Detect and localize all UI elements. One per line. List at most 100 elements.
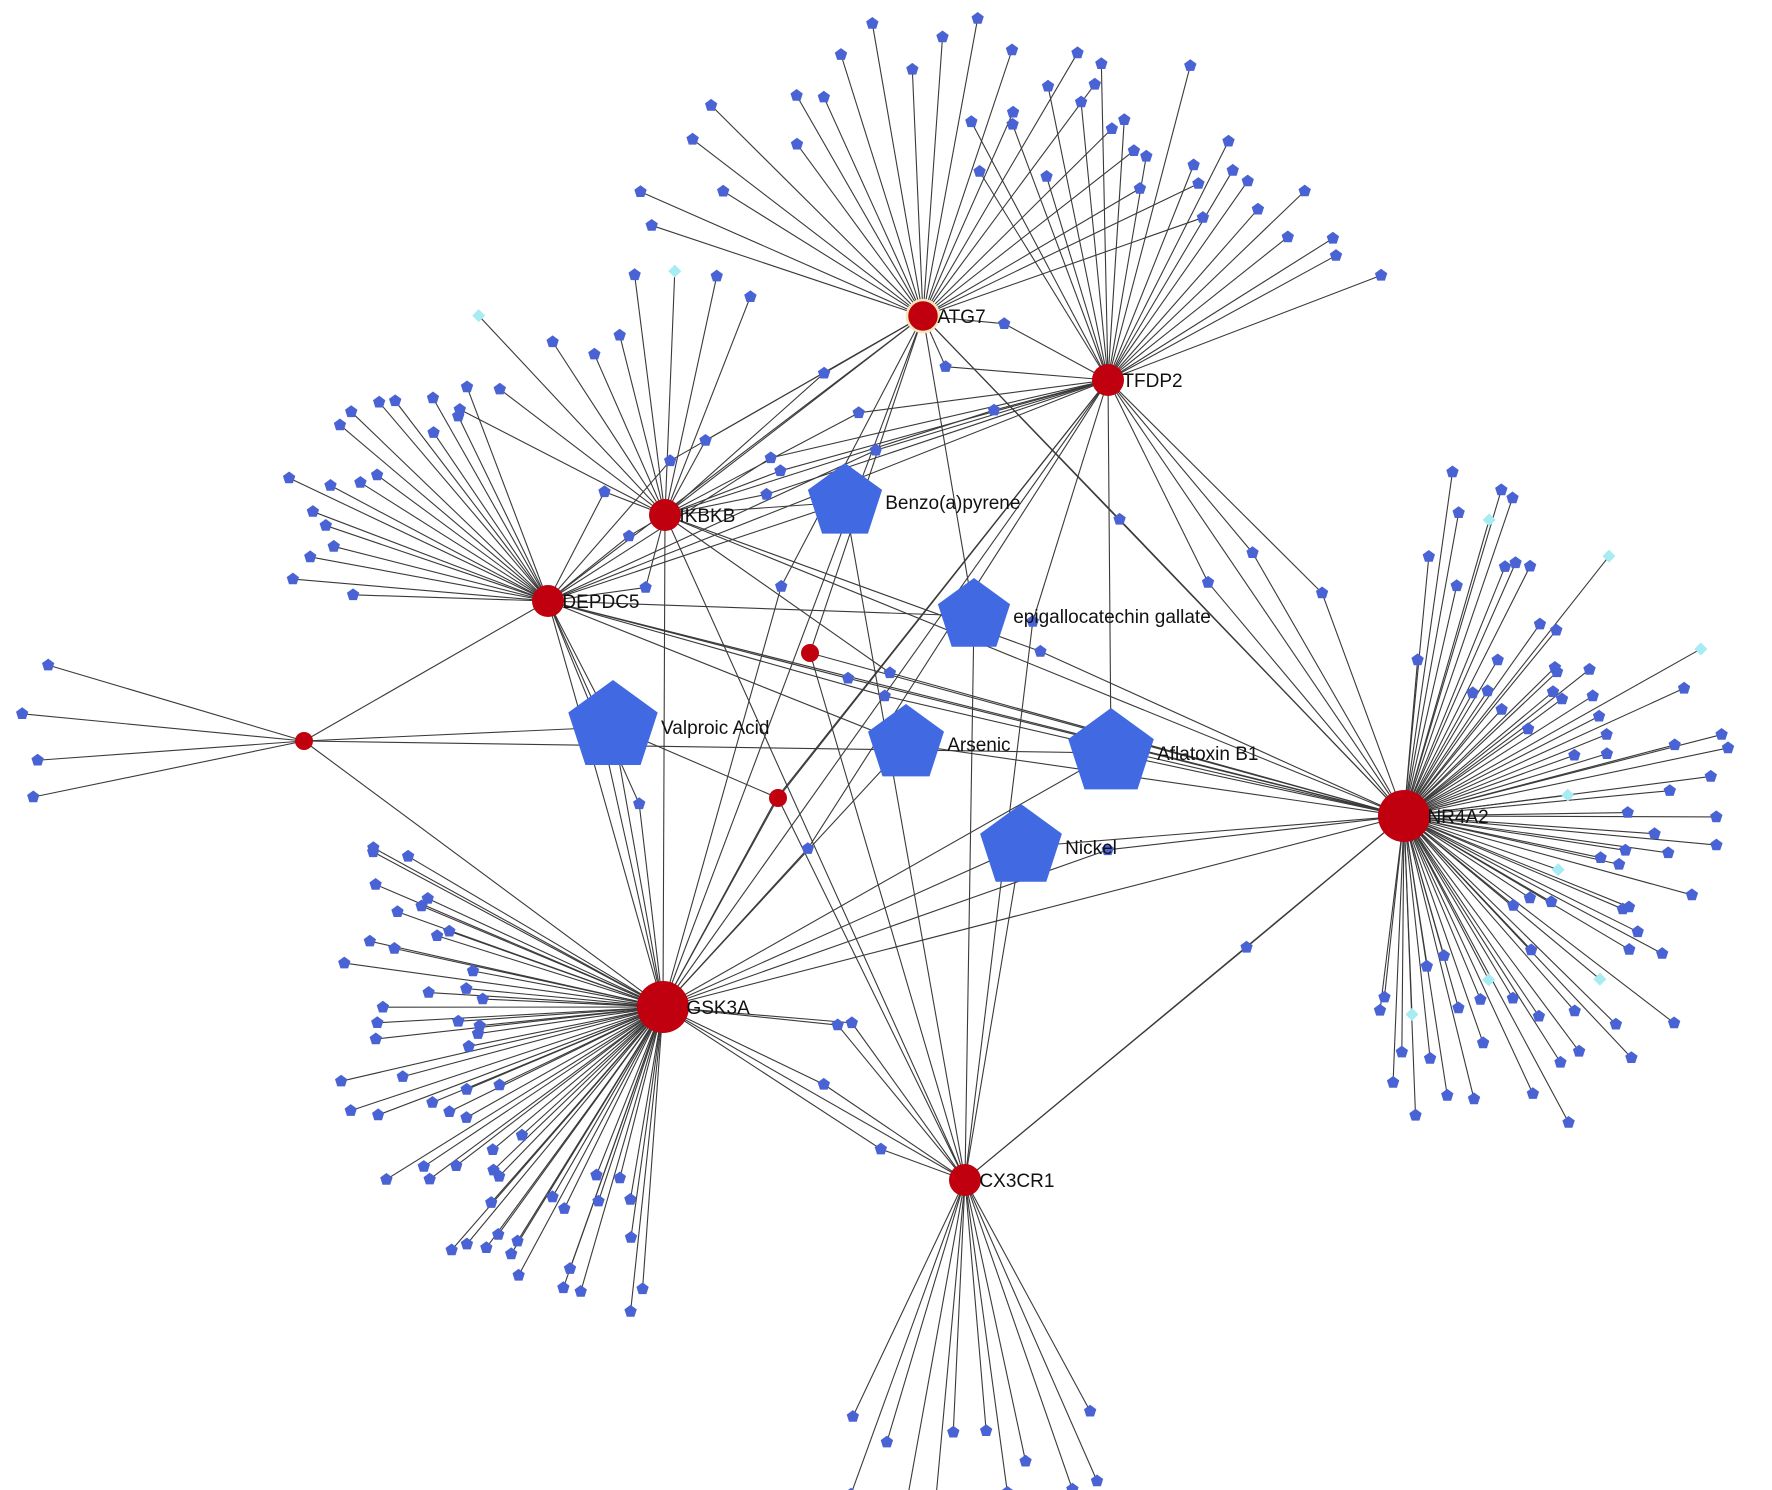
edge-gsk3a-neighbor <box>373 847 664 1008</box>
edge-nr4a2-neighbor <box>1403 497 1514 817</box>
edge-nr4a2-neighbor <box>1403 691 1554 817</box>
shared-neighbor-node <box>598 485 611 498</box>
edge-nr4a2-neighbor <box>1403 815 1534 1094</box>
neighbor-node <box>686 132 699 145</box>
edge-nr4a2-neighbor <box>1403 815 1675 1024</box>
neighbor-node <box>1298 184 1311 197</box>
neighbor-node <box>460 982 473 994</box>
neighbor-node <box>452 1014 465 1027</box>
neighbor-node <box>1420 959 1433 972</box>
edge-nr4a2-neighbor <box>1403 566 1506 817</box>
neighbor-node <box>1555 692 1569 705</box>
edge-gsk3a-neighbor <box>479 1006 664 1027</box>
edge-gsk3a-u3 <box>662 797 779 1008</box>
gene-node-u2 <box>801 644 819 662</box>
edge-nr4a2-neighbor <box>1403 562 1517 817</box>
edge-gsk3a-nr4a2 <box>662 815 1405 1008</box>
edge-c5-u1 <box>303 740 1112 754</box>
edge-gsk3a-neighbor <box>429 1006 664 1180</box>
edge-atg7-depdc5 <box>547 315 924 602</box>
edge-gsk3a-neighbor <box>428 991 664 1008</box>
neighbor-node <box>335 1074 348 1087</box>
neighbor-node <box>906 62 919 75</box>
neighbor-node <box>1196 211 1210 223</box>
neighbor-node <box>744 290 757 302</box>
edge-nr4a2-neighbor <box>1379 815 1405 1011</box>
edge-shared-neighbor <box>638 803 664 1008</box>
edge-shared-neighbor <box>664 409 995 516</box>
edge-depdc5-neighbor <box>378 401 549 602</box>
neighbor-node <box>1667 1016 1681 1029</box>
neighbor-node <box>1437 949 1451 961</box>
neighbor-node <box>1609 1017 1623 1030</box>
shared-neighbor-node <box>639 581 652 593</box>
edge-u1-neighbor <box>22 713 305 742</box>
neighbor-node <box>1226 163 1239 176</box>
neighbor-node <box>460 1237 474 1250</box>
edge-nr4a2-neighbor <box>1403 555 1610 817</box>
edge-nr4a2-neighbor <box>1403 471 1454 817</box>
neighbor-node <box>487 1163 500 1176</box>
neighbor-node <box>417 1160 430 1172</box>
neighbor-node <box>947 1425 960 1438</box>
neighbor-node <box>1704 769 1717 782</box>
edge-shared-neighbor <box>770 379 1109 459</box>
neighbor-node <box>1662 846 1675 859</box>
edge-nr4a2-neighbor <box>1403 790 1670 817</box>
neighbor-node <box>1105 122 1118 134</box>
shared-neighbor-node <box>1034 644 1047 657</box>
edge-c2-cx3cr1 <box>964 615 975 1181</box>
edge-ikbkb-neighbor <box>619 335 666 516</box>
neighbor-node <box>1532 1009 1546 1022</box>
edge-tfdp2-neighbor <box>1100 63 1109 381</box>
neighbor-node <box>1631 925 1644 938</box>
edge-depdc5-neighbor <box>353 594 549 602</box>
neighbor-node <box>1084 1404 1097 1417</box>
neighbor-node <box>880 1435 894 1448</box>
neighbor-node <box>1612 857 1626 870</box>
neighbor-node <box>286 572 299 585</box>
neighbor-node <box>473 1019 486 1031</box>
gene-node-layer <box>295 298 1430 1196</box>
neighbor-node <box>1710 838 1723 851</box>
edge-cx3cr1-neighbor <box>964 1179 1098 1482</box>
edge-shared-neighbor <box>1107 379 1209 583</box>
edge-gsk3a-neighbor <box>630 1006 664 1312</box>
edge-gsk3a-neighbor <box>436 935 664 1008</box>
shared-neighbor-node <box>1246 546 1259 558</box>
neighbor-node <box>1140 149 1153 162</box>
neighbor-node <box>1523 559 1537 572</box>
edge-atg7-neighbor <box>871 23 924 317</box>
neighbor-node <box>1592 709 1606 722</box>
neighbor-node <box>1192 177 1205 189</box>
neighbor-node <box>1482 513 1496 527</box>
shared-neighbor-node <box>869 443 883 456</box>
edge-ikbkb-neighbor <box>664 296 751 516</box>
edge-depdc5-gsk3a <box>547 600 664 1008</box>
edge-tfdp2-neighbor <box>1107 119 1125 381</box>
neighbor-node <box>476 992 489 1005</box>
edge-nr4a2-neighbor <box>1403 629 1557 817</box>
edge-nr4a2-neighbor <box>1392 815 1405 1083</box>
neighbor-node <box>1005 43 1019 56</box>
gene-node-u3 <box>769 789 787 807</box>
neighbor-node <box>1677 681 1691 694</box>
edge-nr4a2-neighbor <box>1403 815 1630 951</box>
edge-tfdp2-neighbor <box>1107 180 1249 381</box>
edge-nr4a2-neighbor <box>1403 754 1575 817</box>
edge-gsk3a-neighbor <box>386 1006 664 1180</box>
chemical-label: epigallocatechin gallate <box>1013 607 1211 628</box>
edge-gsk3a-neighbor <box>466 1006 664 1119</box>
neighbor-node <box>590 1168 603 1181</box>
shared-neighbor-node <box>878 689 891 702</box>
neighbor-node <box>396 1070 409 1082</box>
edge-atg7-neighbor <box>823 96 924 317</box>
chemical-label: Aflatoxin B1 <box>1157 744 1258 765</box>
edge-nr4a2-neighbor <box>1403 698 1563 817</box>
chemical-label: Nickel <box>1065 838 1117 859</box>
neighbor-node <box>1001 1486 1013 1490</box>
edge-cx3cr1-neighbor <box>852 1179 966 1417</box>
chemical-node-c6 <box>980 804 1062 882</box>
edge-nr4a2-neighbor <box>1403 695 1594 817</box>
edge-depdc5-neighbor <box>350 411 549 602</box>
